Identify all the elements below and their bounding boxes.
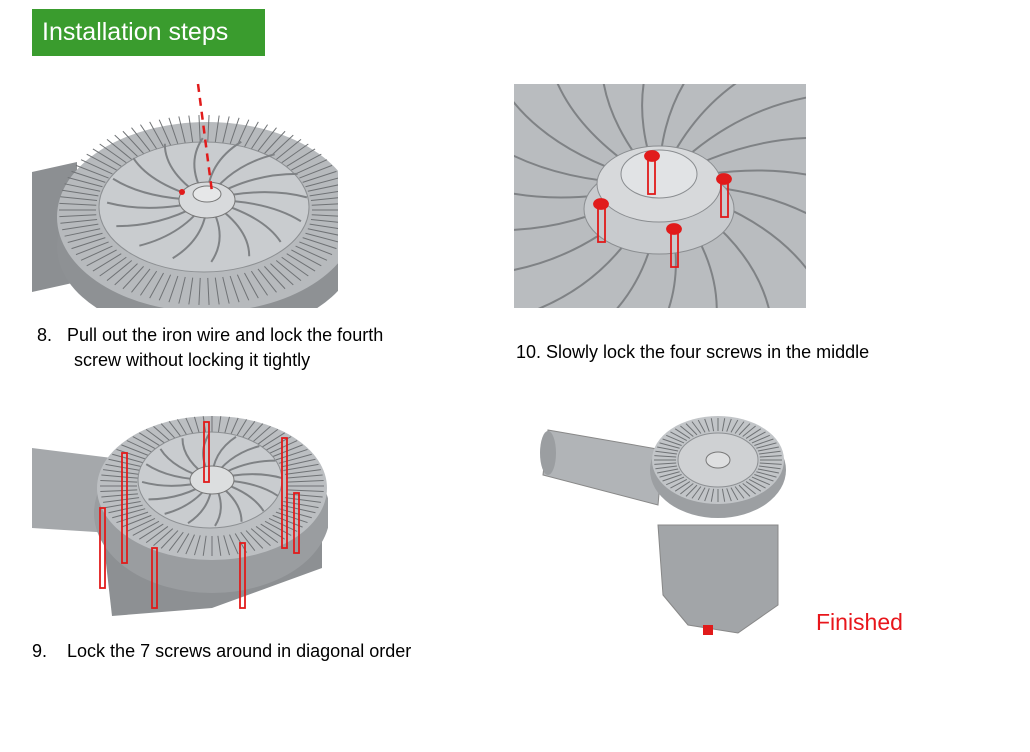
step8-line1: Pull out the iron wire and lock the four… [67, 325, 384, 345]
finished-label: Finished [816, 609, 903, 635]
step9-text: Lock the 7 screws around in diagonal ord… [67, 641, 412, 661]
step8-line2: screw without locking it tightly [74, 350, 311, 370]
step9-number: 9. [32, 641, 48, 661]
step8-caption: 8. Pull out the iron wire and lock the f… [37, 323, 383, 373]
step9-caption: 9. Lock the 7 screws around in diagonal … [32, 639, 411, 664]
step10-caption: 10. Slowly lock the four screws in the m… [516, 342, 870, 362]
iron-wire-marker [196, 83, 214, 193]
screw-markers [593, 150, 732, 268]
step8-number: 8. [37, 325, 53, 345]
screw-markers [99, 421, 300, 609]
section-title: Installation steps [32, 9, 265, 56]
step8-image [32, 82, 338, 308]
fan-fins [59, 115, 338, 305]
step10-image [514, 84, 806, 308]
step9-image [32, 408, 328, 616]
finished-image [538, 405, 804, 645]
